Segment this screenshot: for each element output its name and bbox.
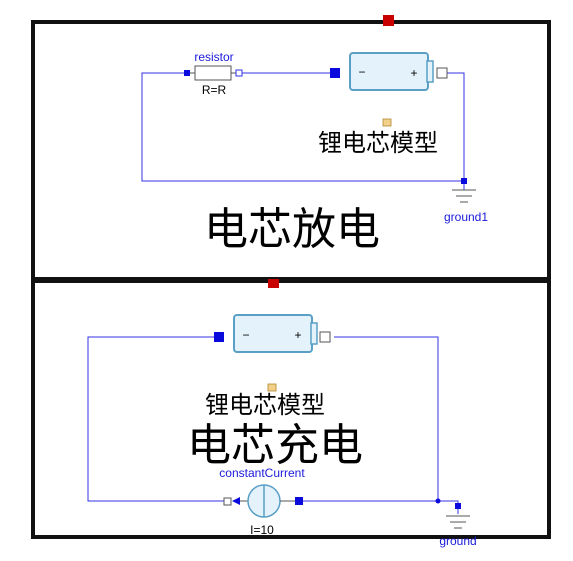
ground1[interactable]: ground1	[444, 178, 488, 224]
resistor[interactable]: resistor R=R	[184, 50, 243, 97]
charge-battery[interactable]: − + 锂电芯模型	[205, 314, 331, 419]
battery-terminal	[310, 322, 318, 345]
discharge-block[interactable]: resistor R=R − + 锂电芯模型 ground1 电芯放电	[31, 15, 551, 281]
battery-port-negative[interactable]	[214, 332, 224, 342]
current-arrow-icon	[232, 497, 240, 505]
resistor-name: resistor	[194, 50, 233, 64]
ground-port[interactable]	[455, 503, 461, 509]
junction-dot	[435, 498, 441, 504]
resistor-port-left[interactable]	[184, 70, 190, 76]
battery-plus-sign: +	[410, 66, 417, 80]
battery-port-positive[interactable]	[319, 331, 331, 343]
battery-minus-sign: −	[358, 65, 365, 79]
ground-name: ground	[439, 534, 476, 548]
charge-wires	[87, 336, 459, 514]
ground1-port[interactable]	[461, 178, 467, 184]
charge-block[interactable]: − + 锂电芯模型 电芯充电 constantCurrent I=10 grou…	[31, 279, 551, 548]
battery-minus-sign: −	[242, 328, 249, 342]
constant-current-source[interactable]: constantCurrent I=10	[219, 466, 305, 537]
source-port-right[interactable]	[295, 497, 303, 505]
charge-title: 电芯充电	[187, 420, 363, 471]
battery-badge-icon	[382, 118, 392, 127]
charge-frame	[31, 279, 551, 539]
battery-label: 锂电芯模型	[205, 391, 325, 419]
battery-badge-icon	[267, 383, 277, 392]
discharge-title: 电芯放电	[204, 204, 380, 255]
resistor-param: R=R	[202, 83, 227, 97]
discharge-connector-top[interactable]	[383, 15, 394, 26]
source-param: I=10	[250, 523, 274, 537]
resistor-port-right[interactable]	[235, 69, 243, 77]
charge-connector-top[interactable]	[268, 279, 279, 288]
battery-plus-sign: +	[294, 328, 301, 342]
ground1-name: ground1	[444, 210, 488, 224]
battery-port-positive[interactable]	[436, 67, 448, 79]
battery-label: 锂电芯模型	[318, 129, 438, 157]
source-port-left[interactable]	[223, 497, 232, 506]
ground[interactable]: ground	[439, 503, 477, 548]
discharge-battery[interactable]: − + 锂电芯模型	[318, 52, 448, 157]
battery-terminal	[426, 60, 434, 83]
battery-port-negative[interactable]	[330, 68, 340, 78]
source-name: constantCurrent	[219, 466, 305, 480]
resistor-body	[194, 65, 232, 81]
